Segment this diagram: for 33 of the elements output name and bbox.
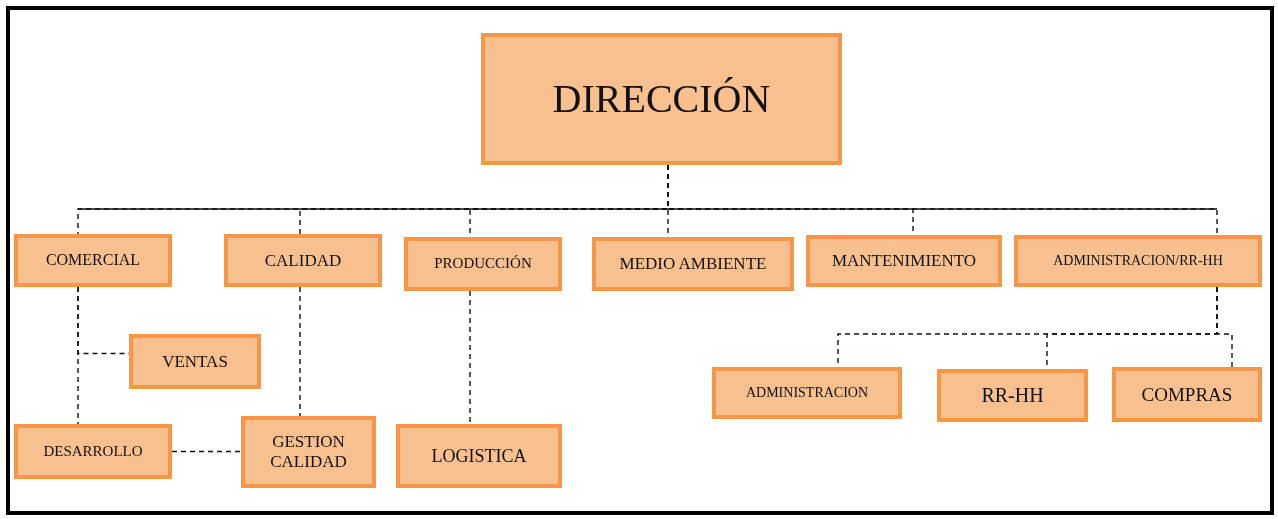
box-label: DESARROLLO (43, 442, 143, 461)
box-label: DIRECCIÓN (552, 76, 771, 122)
box-label: ADMINISTRACION/RR-HH (1053, 252, 1223, 270)
box-label: GESTION CALIDAD (269, 432, 348, 472)
org-box (14, 424, 172, 479)
connector-line (469, 290, 471, 425)
box-label: MEDIO AMBIENTE (619, 254, 767, 274)
org-box (481, 33, 842, 165)
box-label: CALIDAD (264, 250, 342, 271)
org-box (592, 237, 794, 291)
org-box (14, 234, 172, 287)
box-label: COMPRAS (1141, 383, 1233, 406)
org-box (241, 416, 376, 488)
connector-line (171, 450, 242, 453)
org-box (937, 369, 1088, 422)
org-box (806, 235, 1002, 287)
org-box (712, 367, 902, 419)
box-label: LOGISTICA (431, 445, 527, 467)
org-box (129, 334, 261, 389)
connector-line (299, 286, 301, 417)
connector-line (1216, 286, 1233, 368)
box-label: VENTAS (162, 351, 228, 372)
box-label: COMERCIAL (45, 251, 141, 270)
org-box (1014, 235, 1262, 287)
org-box (404, 237, 562, 291)
connector-line (77, 286, 79, 425)
org-box (396, 424, 562, 488)
box-label: MANTENIMIENTO (831, 251, 977, 271)
org-box (1112, 367, 1262, 422)
box-label: ADMINISTRACION (745, 384, 869, 402)
box-label: RR-HH (981, 384, 1044, 407)
box-label: PRODUCCIÓN (434, 255, 532, 273)
org-box (224, 234, 382, 287)
